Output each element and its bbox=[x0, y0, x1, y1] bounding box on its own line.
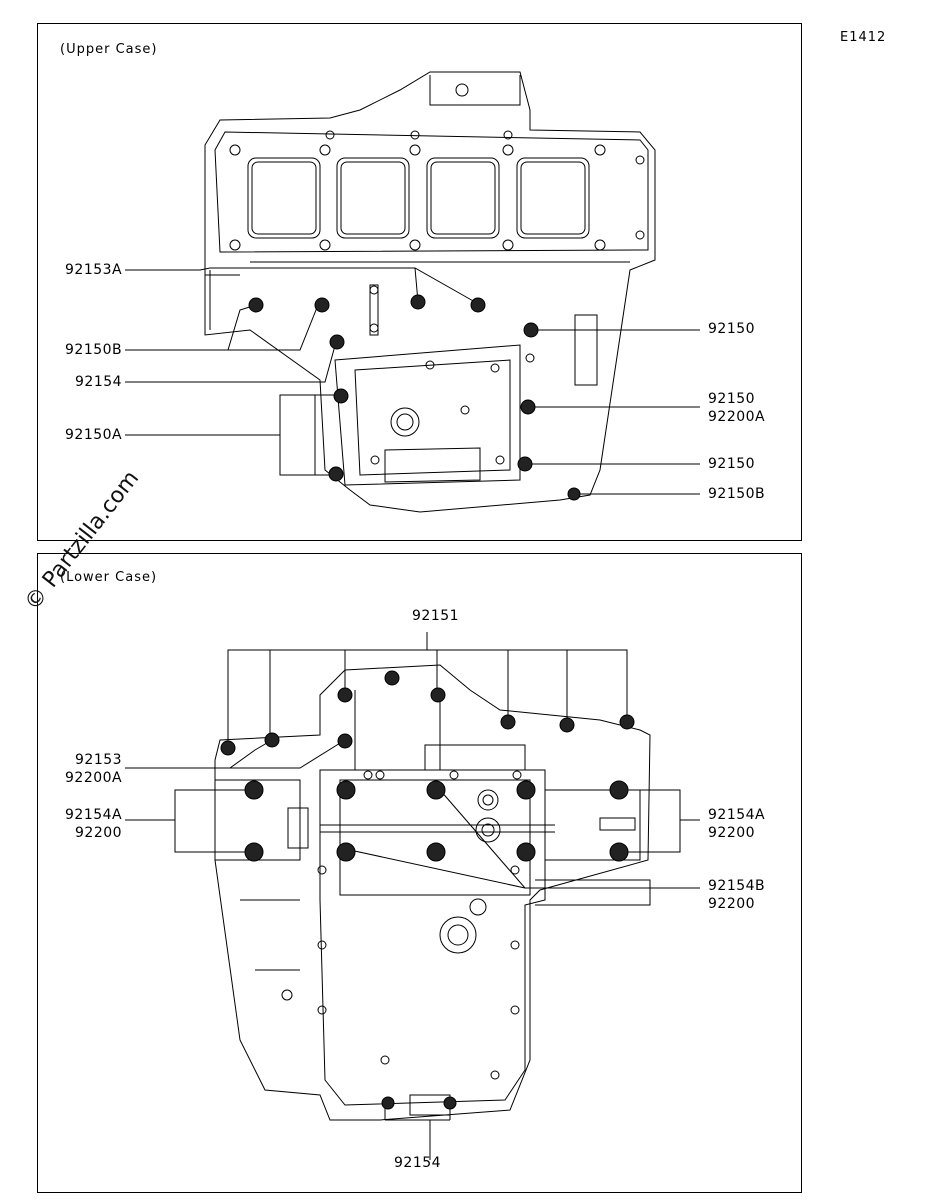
bolt-92154B-d bbox=[336, 842, 356, 862]
bolt-92151-f bbox=[500, 714, 516, 730]
bolt-92150-a bbox=[523, 322, 539, 338]
bolt-92154B-c bbox=[516, 780, 536, 800]
upper-leader-lines bbox=[125, 267, 700, 495]
label-92150B-right: 92150B bbox=[708, 486, 766, 502]
bolt-92150-c bbox=[517, 456, 533, 472]
bolt-92154-upper bbox=[329, 334, 345, 350]
bolt-92151-a bbox=[220, 740, 236, 756]
bolt-92151-g bbox=[559, 717, 575, 733]
bolt-92154B-a bbox=[336, 780, 356, 800]
bolt-92153A-b bbox=[470, 297, 486, 313]
bolt-92151-e bbox=[430, 687, 446, 703]
label-92200-right-b: 92200 bbox=[708, 896, 756, 912]
label-92150B-left: 92150B bbox=[65, 342, 123, 358]
label-92150-b: 92150 bbox=[708, 391, 756, 407]
label-92154A-left: 92154A bbox=[65, 807, 123, 823]
lower-bolts bbox=[220, 670, 635, 1110]
bolt-92150B-left-a bbox=[248, 297, 264, 313]
bolt-92150A-b bbox=[328, 466, 344, 482]
label-92200-right-a: 92200 bbox=[708, 825, 756, 841]
bolt-92154A-right-b bbox=[609, 842, 629, 862]
upper-case-title: (Upper Case) bbox=[60, 42, 158, 57]
bolt-92154A-left-b bbox=[244, 842, 264, 862]
upper-bolts bbox=[248, 294, 581, 501]
bolt-92154B-f bbox=[516, 842, 536, 862]
bolt-92154-bottom-b bbox=[443, 1096, 457, 1110]
upper-case-outline bbox=[204, 71, 656, 513]
bolt-92154A-right-a bbox=[609, 780, 629, 800]
bolt-92151-b bbox=[264, 732, 280, 748]
bolt-92151-c bbox=[337, 687, 353, 703]
bolt-92150B-right bbox=[567, 487, 581, 501]
label-92200A: 92200A bbox=[708, 409, 766, 425]
bolt-92150-b bbox=[520, 399, 536, 415]
lower-case-title: (Lower Case) bbox=[60, 570, 158, 585]
label-92154-bottom: 92154 bbox=[394, 1155, 442, 1171]
label-92150-a: 92150 bbox=[708, 321, 756, 337]
bolt-92153A-a bbox=[410, 294, 426, 310]
label-92154B: 92154B bbox=[708, 878, 766, 894]
label-92150A: 92150A bbox=[65, 427, 123, 443]
bolt-92153 bbox=[337, 733, 353, 749]
label-92154A-right: 92154A bbox=[708, 807, 766, 823]
label-92153A: 92153A bbox=[65, 262, 123, 278]
bolt-92154B-b bbox=[426, 780, 446, 800]
lower-case-outline bbox=[214, 664, 651, 1121]
label-92150-c: 92150 bbox=[708, 456, 756, 472]
lower-leader-lines bbox=[125, 632, 700, 1160]
bolt-92151-d bbox=[384, 670, 400, 686]
bolt-92150B-left-b bbox=[314, 297, 330, 313]
lower-case-panel bbox=[37, 553, 802, 1193]
bolt-92151-h bbox=[619, 714, 635, 730]
page-code: E1412 bbox=[840, 30, 887, 45]
bolt-92154A-left-a bbox=[244, 780, 264, 800]
label-92154-upper: 92154 bbox=[75, 374, 123, 390]
bolt-92150A-a bbox=[333, 388, 349, 404]
label-92151: 92151 bbox=[412, 608, 460, 624]
label-92153: 92153 bbox=[75, 752, 123, 768]
bolt-92154B-e bbox=[426, 842, 446, 862]
upper-case-panel bbox=[37, 23, 802, 541]
bolt-92154-bottom-a bbox=[381, 1096, 395, 1110]
label-92200A-lower: 92200A bbox=[65, 770, 123, 786]
label-92200-left: 92200 bbox=[75, 825, 123, 841]
